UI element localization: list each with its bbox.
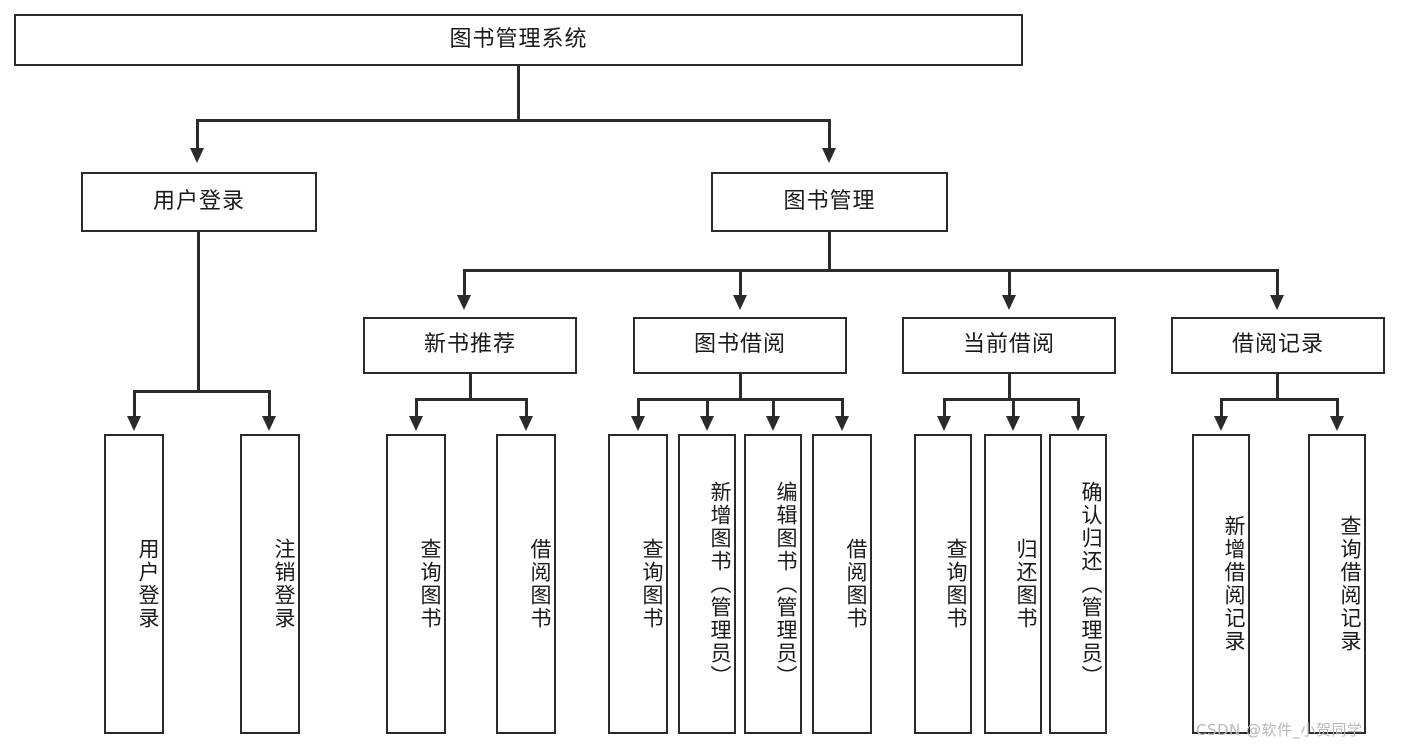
node-new-book-recommend[interactable]: 新书推荐 [363, 317, 577, 374]
connector-root-to-bookmgmt [828, 119, 831, 149]
node-root-system[interactable]: 图书管理系统 [14, 14, 1023, 66]
connector-root-stem [517, 66, 520, 121]
leaf-bookborrow-borrow-book[interactable]: 借阅图书 [812, 434, 872, 734]
connector-bookmgmt-to-l2-2 [739, 269, 742, 296]
connector-bookborrow-to-leaf3 [772, 398, 775, 417]
arrow-root-to-bookmgmt-icon [822, 148, 836, 163]
arrow-currentborrow-to-leaf1-icon [937, 416, 951, 431]
connector-bookmgmt-to-l2-3 [1008, 269, 1011, 296]
connector-bookborrow-to-leaf2 [706, 398, 709, 417]
connector-bookmgmt-to-l2-1 [463, 269, 466, 296]
arrow-login-to-leaf1-icon [127, 416, 141, 431]
connector-root-to-login [196, 119, 199, 149]
leaf-currentborrow-query-book[interactable]: 查询图书 [914, 434, 972, 734]
connector-newbook-bus [415, 398, 527, 401]
node-book-borrow[interactable]: 图书借阅 [633, 317, 847, 374]
arrow-bookborrow-to-leaf3-icon [766, 416, 780, 431]
connector-newbook-to-leaf1 [415, 398, 418, 417]
arrow-root-to-login-icon [190, 148, 204, 163]
arrow-bookborrow-to-leaf1-icon [631, 416, 645, 431]
node-label: 新书推荐 [423, 332, 516, 358]
leaf-currentborrow-return-book[interactable]: 归还图书 [984, 434, 1042, 734]
node-label: 查询图书 [418, 538, 442, 630]
connector-bookmgmt-stem [828, 232, 831, 271]
node-label: 查询图书 [944, 538, 968, 630]
arrow-bookmgmt-to-newbook-icon [457, 295, 471, 310]
leaf-bookborrow-edit-book-admin[interactable]: 编辑图书（管理员） [744, 434, 802, 734]
connector-borrowrecord-bus [1220, 398, 1338, 401]
node-current-borrow[interactable]: 当前借阅 [902, 317, 1116, 374]
node-label: 图书管理系统 [449, 26, 588, 52]
connector-bookmgmt-to-l2-4 [1276, 269, 1279, 296]
node-label: 归还图书 [1014, 538, 1038, 630]
connector-login-stem [197, 232, 200, 392]
leaf-user-login[interactable]: 用户登录 [104, 434, 164, 734]
connector-currentborrow-stem [1008, 374, 1011, 400]
connector-bookmgmt-bus [463, 269, 1278, 272]
connector-bookborrow-bus [637, 398, 843, 401]
node-label: 借阅图书 [528, 538, 552, 630]
leaf-borrowrecord-query-record[interactable]: 查询借阅记录 [1308, 434, 1366, 734]
arrow-newbook-to-leaf1-icon [409, 416, 423, 431]
node-label: 用户登录 [152, 188, 245, 214]
node-label: 注销登录 [272, 538, 296, 630]
connector-bookborrow-stem [739, 374, 742, 400]
connector-currentborrow-to-leaf1 [943, 398, 946, 417]
leaf-newbook-query-book[interactable]: 查询图书 [386, 434, 446, 734]
arrow-bookmgmt-to-borrow-icon [733, 295, 747, 310]
node-label: 编辑图书（管理员） [774, 480, 798, 688]
connector-currentborrow-bus [943, 398, 1079, 401]
node-label: 用户登录 [136, 538, 160, 630]
node-label: 新增借阅记录 [1222, 515, 1246, 653]
connector-root-bus [197, 119, 831, 122]
connector-currentborrow-to-leaf3 [1077, 398, 1080, 417]
node-label: 图书管理 [783, 188, 876, 214]
arrow-currentborrow-to-leaf2-icon [1006, 416, 1020, 431]
arrow-newbook-to-leaf2-icon [519, 416, 533, 431]
node-user-login[interactable]: 用户登录 [81, 172, 317, 232]
node-label: 图书借阅 [693, 332, 786, 358]
connector-borrowrecord-to-leaf1 [1220, 398, 1223, 417]
arrow-bookborrow-to-leaf4-icon [835, 416, 849, 431]
node-borrow-record[interactable]: 借阅记录 [1171, 317, 1385, 374]
connector-login-bus [133, 390, 269, 393]
connector-login-to-leaf1 [133, 390, 136, 417]
node-label: 查询图书 [640, 538, 664, 630]
node-label: 当前借阅 [962, 332, 1055, 358]
csdn-watermark: CSDN @软件_小贺同学 [1196, 721, 1363, 739]
connector-newbook-stem [469, 374, 472, 400]
leaf-currentborrow-confirm-return-admin[interactable]: 确认归还（管理员） [1049, 434, 1107, 734]
leaf-logout-login[interactable]: 注销登录 [240, 434, 300, 734]
arrow-currentborrow-to-leaf3-icon [1071, 416, 1085, 431]
arrow-borrowrecord-to-leaf1-icon [1214, 416, 1228, 431]
node-book-management[interactable]: 图书管理 [711, 172, 948, 232]
leaf-bookborrow-query-book[interactable]: 查询图书 [608, 434, 668, 734]
node-label: 确认归还（管理员） [1079, 480, 1103, 688]
connector-newbook-to-leaf2 [525, 398, 528, 417]
leaf-borrowrecord-add-record[interactable]: 新增借阅记录 [1192, 434, 1250, 734]
node-label: 新增图书（管理员） [708, 480, 732, 688]
arrow-bookborrow-to-leaf2-icon [700, 416, 714, 431]
connector-borrowrecord-to-leaf2 [1336, 398, 1339, 417]
arrow-borrowrecord-to-leaf2-icon [1330, 416, 1344, 431]
node-label: 查询借阅记录 [1338, 515, 1362, 653]
connector-bookborrow-to-leaf4 [841, 398, 844, 417]
connector-borrowrecord-stem [1276, 374, 1279, 400]
arrow-login-to-leaf2-icon [262, 416, 276, 431]
node-label: 借阅图书 [844, 538, 868, 630]
arrow-bookmgmt-to-current-icon [1002, 295, 1016, 310]
leaf-newbook-borrow-book[interactable]: 借阅图书 [496, 434, 556, 734]
connector-bookborrow-to-leaf1 [637, 398, 640, 417]
leaf-bookborrow-add-book-admin[interactable]: 新增图书（管理员） [678, 434, 736, 734]
node-label: 借阅记录 [1231, 332, 1324, 358]
connector-currentborrow-to-leaf2 [1012, 398, 1015, 417]
arrow-bookmgmt-to-record-icon [1270, 295, 1284, 310]
connector-login-to-leaf2 [268, 390, 271, 417]
